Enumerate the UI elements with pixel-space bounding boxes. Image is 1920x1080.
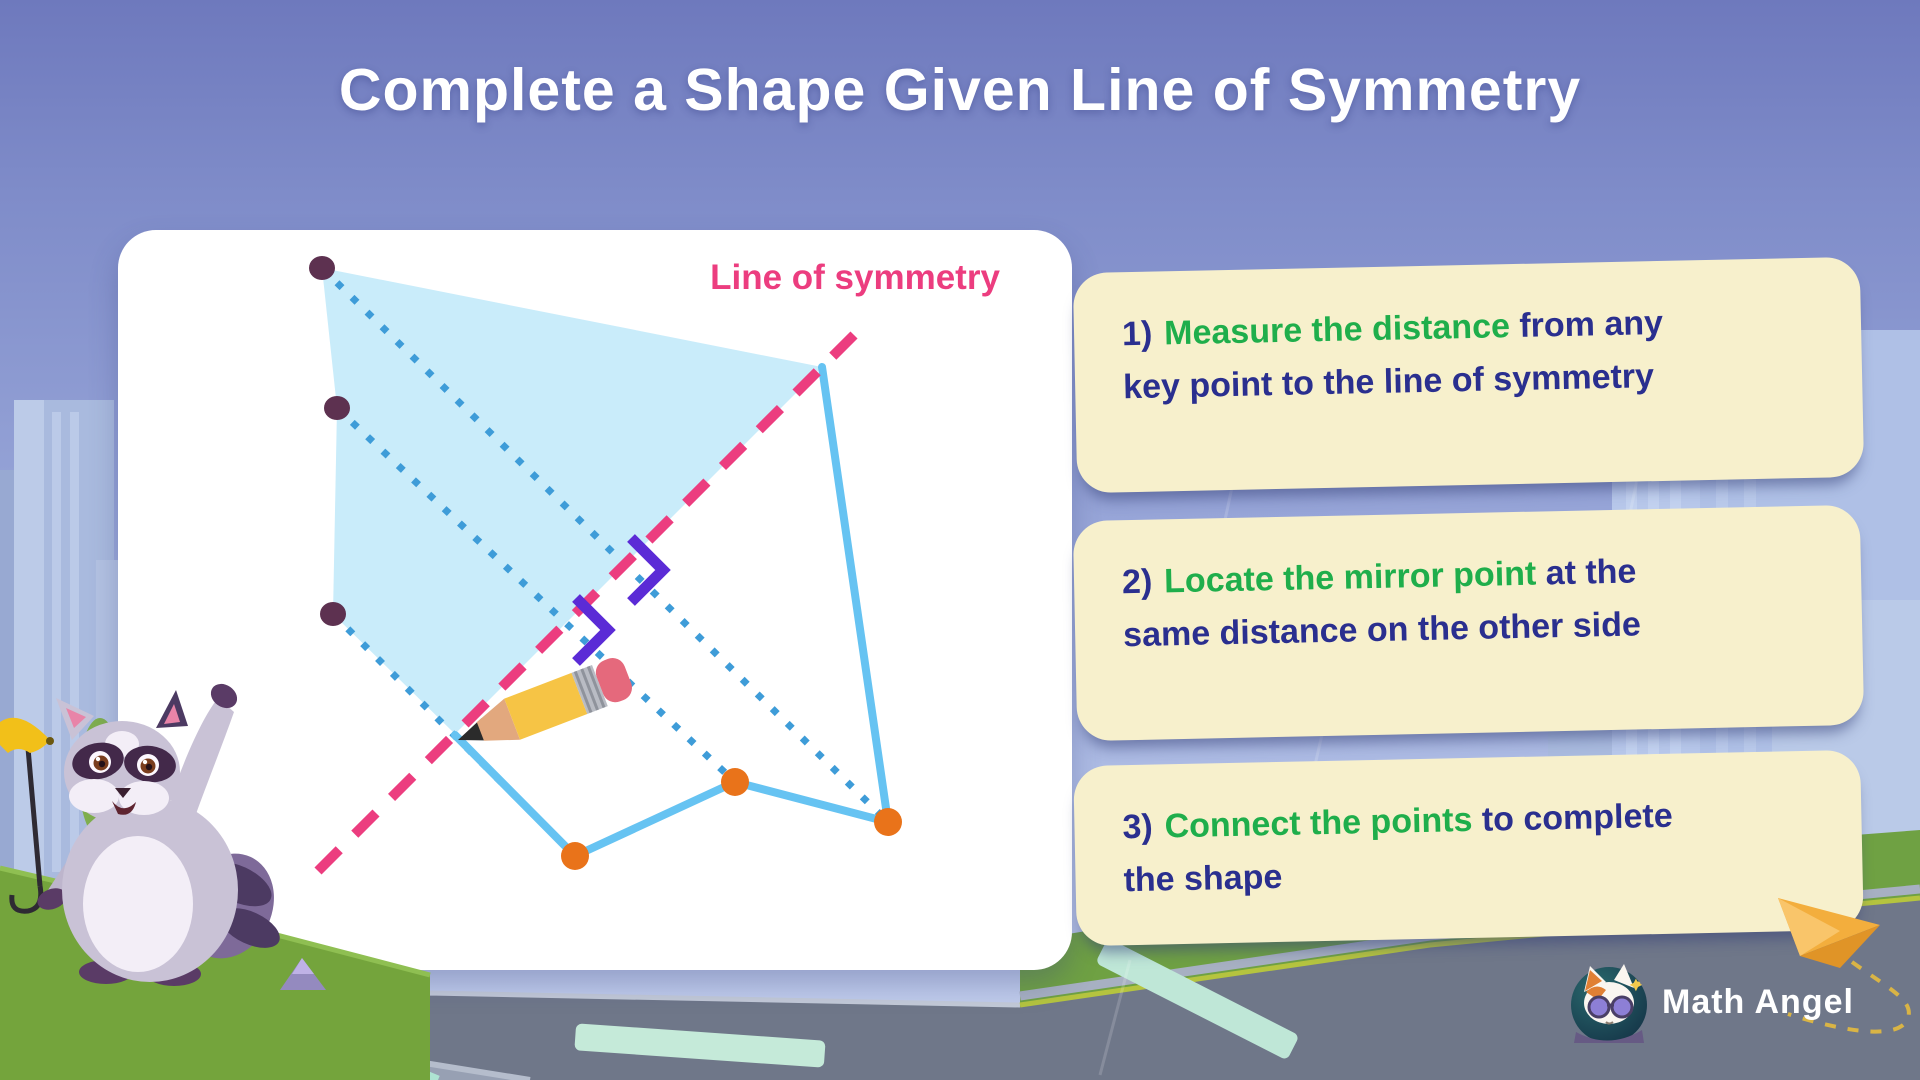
original-half-shape	[322, 268, 822, 734]
page-title: Complete a Shape Given Line of Symmetry	[338, 57, 1582, 123]
cone-icon	[280, 958, 326, 990]
right-angle-markers	[572, 534, 671, 666]
paper-plane-icon	[1778, 898, 1880, 968]
line-of-symmetry	[300, 331, 858, 889]
pencil-icon	[458, 658, 633, 741]
brand-name: Math Angel	[1662, 983, 1854, 1021]
raccoon-mascot	[37, 683, 280, 986]
brand-logo-icon	[1571, 964, 1647, 1043]
plane-trail	[1787, 960, 1911, 1034]
mirror-point-dots	[561, 768, 902, 870]
symmetry-diagram	[300, 256, 902, 889]
original-vertex-dots	[309, 256, 350, 626]
line-of-symmetry-label: Line of symmetry	[710, 258, 1000, 297]
